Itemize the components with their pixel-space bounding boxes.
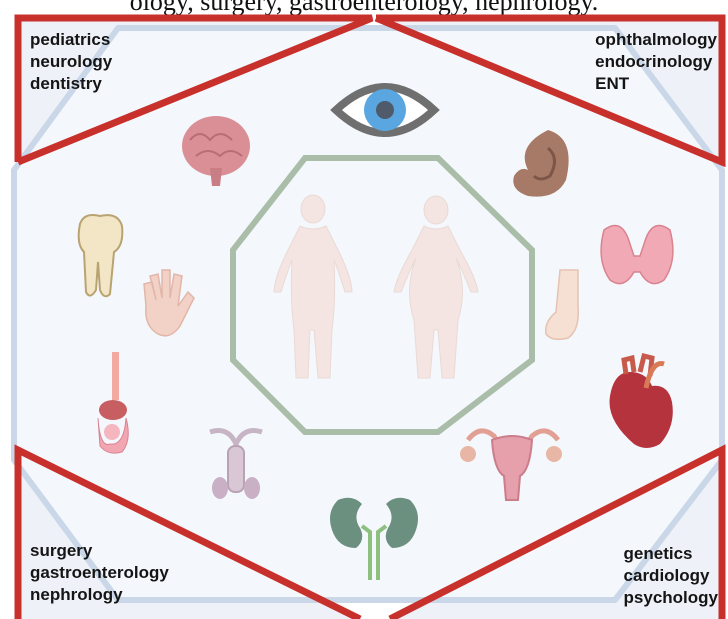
specialty-label: dentistry	[30, 73, 112, 95]
specialty-label: pediatrics	[30, 29, 112, 51]
specialty-label: genetics	[624, 543, 718, 565]
specialty-label: nephrology	[30, 584, 169, 606]
specialty-label: gastroenterology	[30, 562, 169, 584]
labels-top-left: pediatrics neurology dentistry	[30, 29, 112, 95]
specialty-label: neurology	[30, 51, 112, 73]
labels-top-right: ophthalmology endocrinology ENT	[595, 29, 717, 95]
specialty-label: cardiology	[624, 565, 718, 587]
specialty-label: ENT	[595, 73, 717, 95]
labels-bottom-right: genetics cardiology psychology	[624, 543, 718, 609]
specialty-label: psychology	[624, 587, 718, 609]
specialty-label: endocrinology	[595, 51, 717, 73]
eye-icon	[336, 87, 434, 133]
labels-bottom-left: surgery gastroenterology nephrology	[30, 540, 169, 606]
specialty-label: ophthalmology	[595, 29, 717, 51]
specialty-label: surgery	[30, 540, 169, 562]
